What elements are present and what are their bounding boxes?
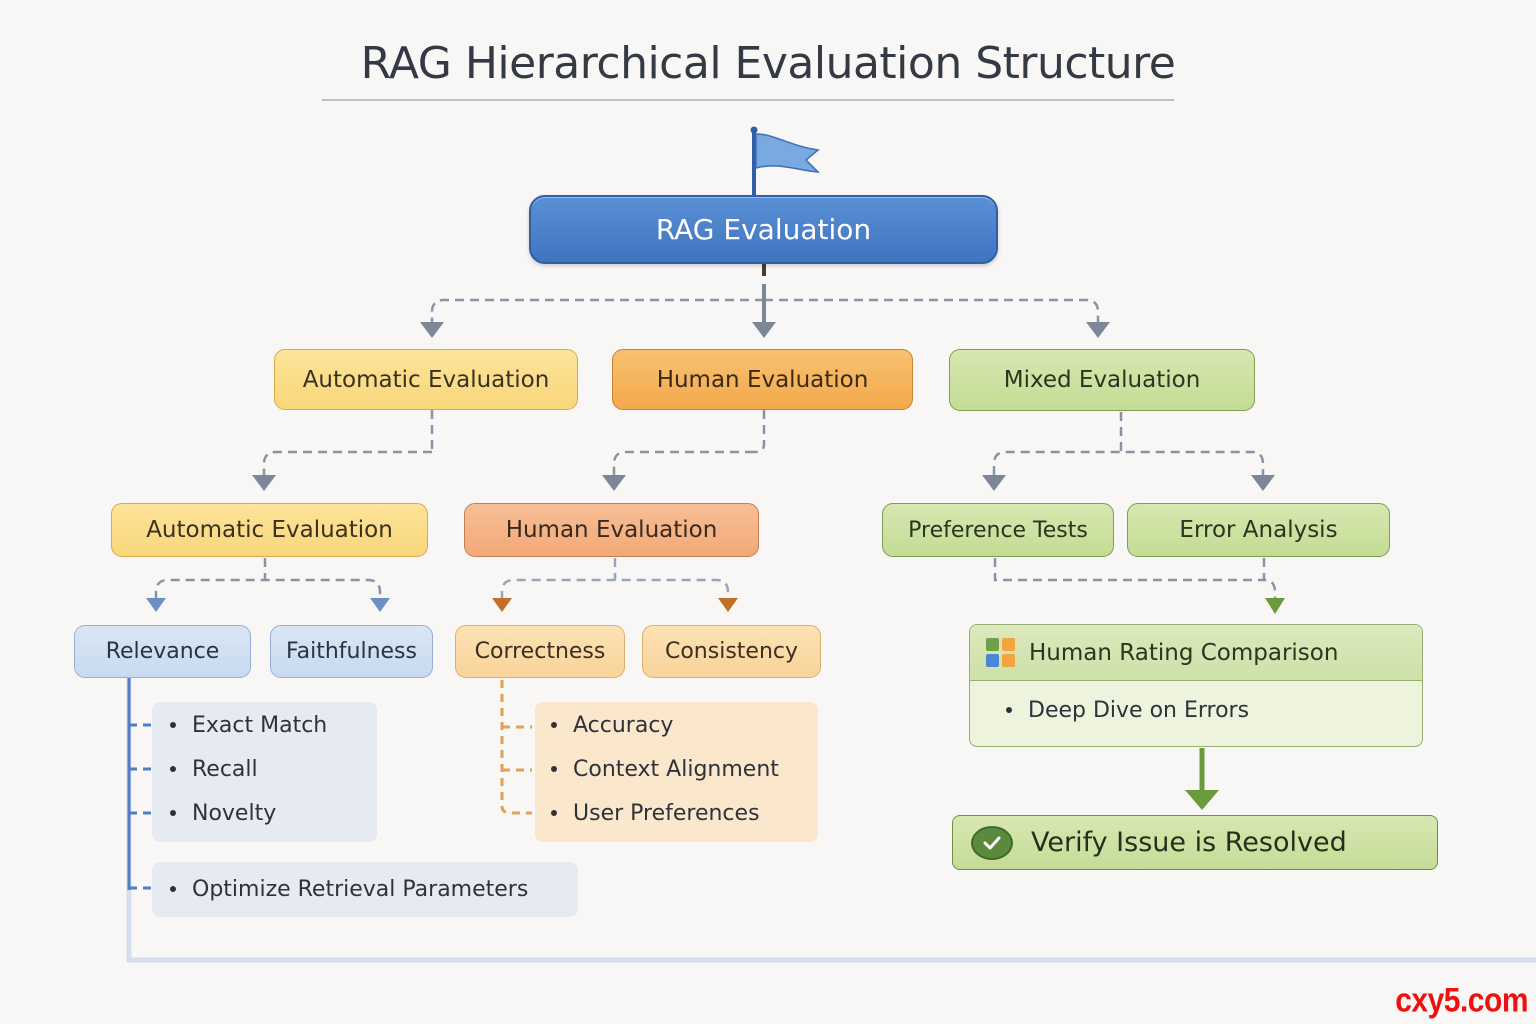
bullet-icon (170, 722, 176, 728)
node-label: Consistency (664, 639, 799, 664)
node-label: Faithfulness (285, 639, 417, 664)
connector-root-automatic (430, 298, 764, 322)
bullet-icon (551, 810, 557, 816)
arrowhead (982, 475, 1006, 491)
list-item: Context Alignment (551, 754, 779, 784)
bullet-icon (170, 886, 176, 892)
node-label: Automatic Evaluation (146, 517, 393, 543)
arrowhead (370, 598, 390, 612)
arrowhead (752, 322, 776, 338)
node-label: Correctness (474, 639, 606, 664)
node-faithfulness[interactable]: Faithfulness (270, 625, 433, 678)
connector-pref-error-card (993, 558, 1277, 600)
arrowhead (420, 322, 444, 338)
arrowhead (1086, 322, 1110, 338)
metric-label: Context Alignment (573, 756, 779, 782)
human-rating-comparison-card[interactable]: Human Rating Comparison Deep Dive on Err… (969, 624, 1423, 747)
node-preference-tests[interactable]: Preference Tests (882, 503, 1114, 557)
node-label: Human Evaluation (656, 366, 869, 393)
relevance-metrics-panel: Exact Match Recall Novelty (152, 702, 377, 842)
node-correctness[interactable]: Correctness (455, 625, 625, 678)
connector-human-metrics (500, 558, 730, 600)
bullet-icon (170, 810, 176, 816)
page-title: RAG Hierarchical Evaluation Structure (360, 38, 1176, 89)
card-header: Human Rating Comparison (970, 625, 1422, 681)
node-label: Automatic Evaluation (302, 366, 550, 393)
check-circle-icon (971, 825, 1013, 860)
node-automatic-evaluation[interactable]: Automatic Evaluation (274, 349, 578, 410)
correctness-tree-trunk (500, 680, 532, 815)
root-node-label: RAG Evaluation (655, 213, 872, 246)
connector-l1-human-down (753, 410, 766, 454)
metric-label: User Preferences (573, 800, 760, 826)
connector-root-mixed (764, 298, 1100, 322)
watermark: cxy5.com (1395, 981, 1528, 1020)
list-item: Deep Dive on Errors (1006, 695, 1249, 725)
bullet-icon (551, 722, 557, 728)
connector-auto-metrics (154, 558, 382, 600)
node-mixed-evaluation[interactable]: Mixed Evaluation (949, 349, 1255, 411)
grid-icon (986, 638, 1015, 667)
list-item: Novelty (170, 798, 276, 828)
list-item: Recall (170, 754, 258, 784)
verify-label: Verify Issue is Resolved (1031, 827, 1347, 858)
metric-label: Exact Match (192, 712, 328, 738)
relevance-action-panel: Optimize Retrieval Parameters (152, 862, 578, 917)
node-label: Relevance (105, 639, 220, 664)
node-human-evaluation-sub[interactable]: Human Evaluation (464, 503, 759, 557)
list-item: User Preferences (551, 798, 760, 828)
connector-l2-left (262, 450, 432, 475)
node-label: Human Evaluation (505, 517, 718, 543)
node-error-analysis[interactable]: Error Analysis (1127, 503, 1390, 557)
arrowhead (492, 598, 512, 612)
list-item: Optimize Retrieval Parameters (170, 874, 528, 904)
card-item-label: Deep Dive on Errors (1028, 697, 1250, 723)
metric-label: Accuracy (573, 712, 674, 738)
card-title: Human Rating Comparison (1029, 639, 1339, 666)
arrowhead (1251, 475, 1275, 491)
node-automatic-evaluation-sub[interactable]: Automatic Evaluation (111, 503, 428, 557)
bullet-icon (551, 766, 557, 772)
bullet-icon (170, 766, 176, 772)
arrowhead (1185, 790, 1219, 810)
correctness-metrics-panel: Accuracy Context Alignment User Preferen… (535, 702, 818, 842)
node-relevance[interactable]: Relevance (74, 625, 251, 678)
action-label: Optimize Retrieval Parameters (192, 876, 529, 902)
connector-l2-split (612, 450, 754, 475)
arrowhead (146, 598, 166, 612)
list-item: Exact Match (170, 710, 327, 740)
arrowhead (602, 475, 626, 491)
node-label: Preference Tests (908, 517, 1088, 543)
connector-mixed-split (992, 450, 1265, 475)
node-label: Error Analysis (1179, 517, 1338, 543)
root-node[interactable]: RAG Evaluation (529, 195, 998, 264)
list-item: Accuracy (551, 710, 673, 740)
arrowhead (718, 598, 738, 612)
node-label: Mixed Evaluation (1003, 367, 1201, 393)
metric-label: Novelty (192, 800, 277, 826)
metric-label: Recall (192, 756, 258, 782)
arrowhead (252, 475, 276, 491)
title-divider (322, 99, 1174, 101)
bullet-icon (1006, 707, 1012, 713)
flag-icon (750, 126, 820, 195)
verify-issue-resolved-node[interactable]: Verify Issue is Resolved (952, 815, 1438, 870)
node-human-evaluation[interactable]: Human Evaluation (612, 349, 913, 410)
arrowhead (1265, 598, 1285, 614)
node-consistency[interactable]: Consistency (642, 625, 821, 678)
